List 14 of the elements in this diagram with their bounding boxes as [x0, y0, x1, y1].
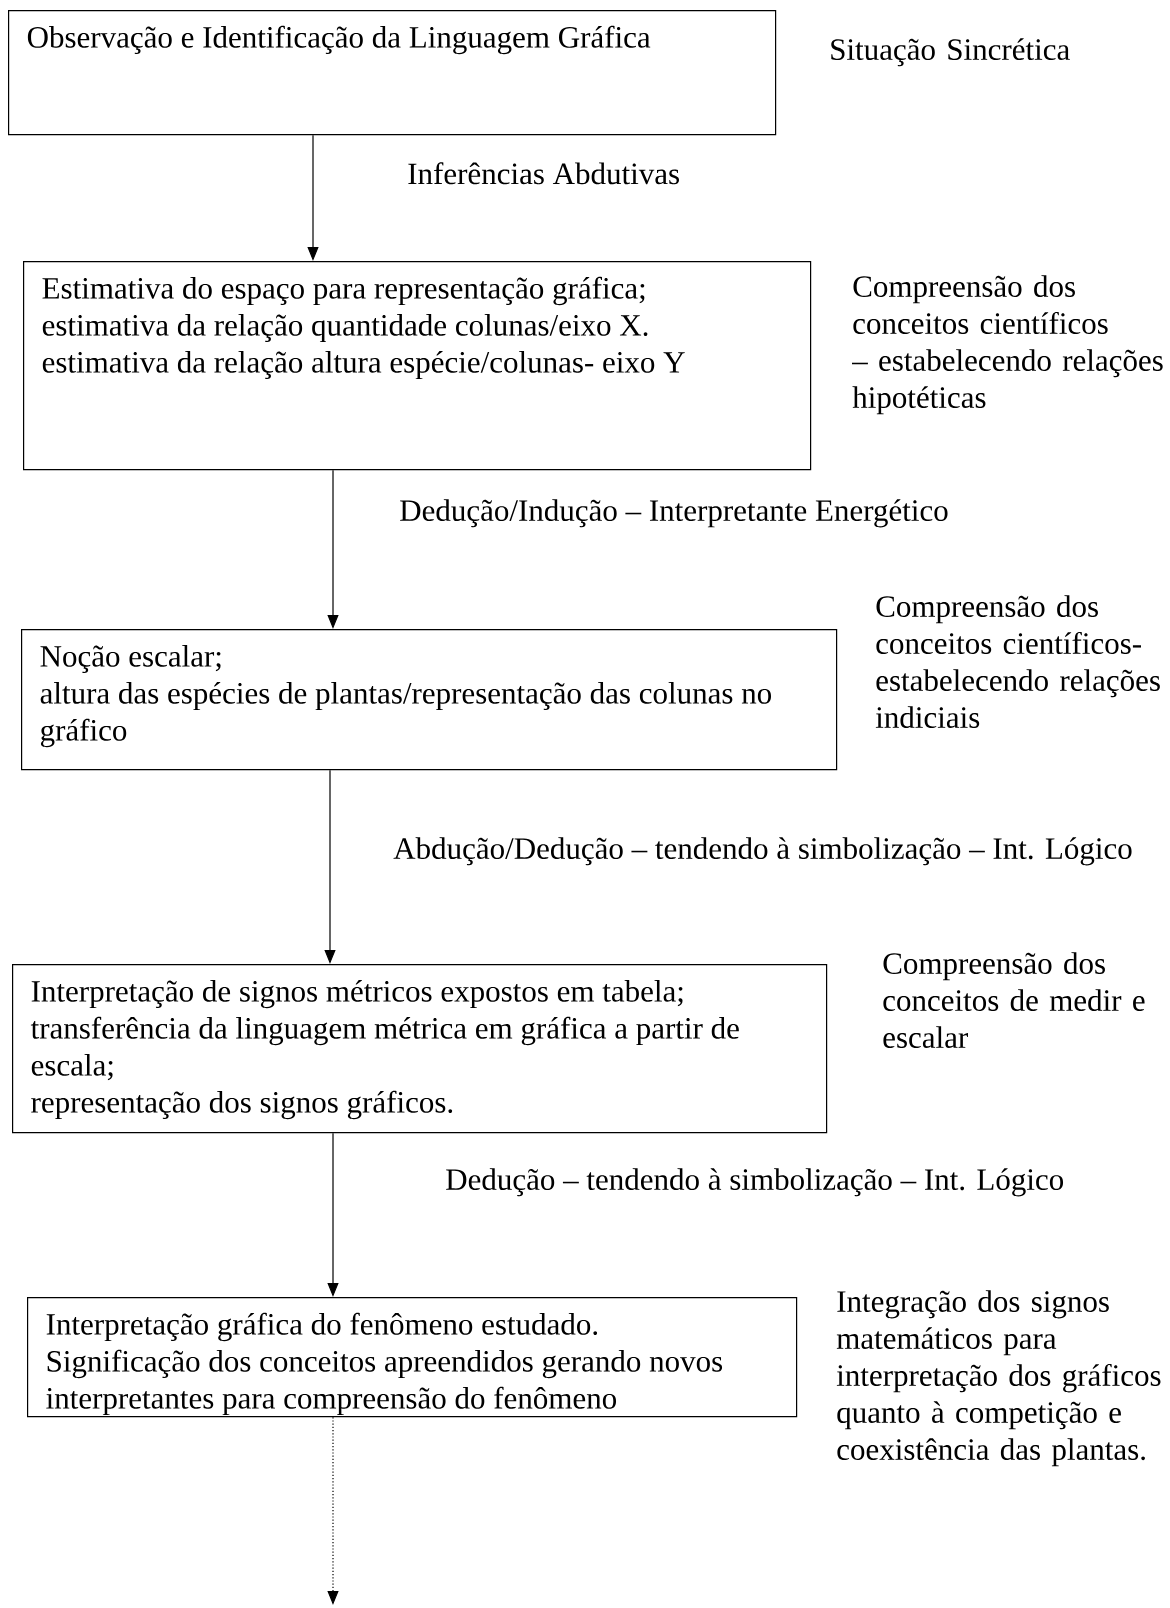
edge-label: Inferências Abdutivas: [408, 162, 679, 185]
edge-label: Abdução/Dedução – tendendo à simbolização – Int. Lógico: [393, 837, 1132, 866]
process-box: Interpretação gráfica do fenômeno estudado. Significação dos conceitos apreendidos gerando novos interpretantes para compreensão do fenômeno: [27, 1297, 798, 1418]
side-note: Compreensão dos conceitos de medir e escalar: [883, 952, 1145, 1048]
side-note: Compreensão dos conceitos científicos- estabelecendo relações indiciais: [875, 595, 1160, 728]
side-note: Compreensão dos conceitos científicos – estabelecendo relações hipotéticas: [852, 275, 1163, 415]
side-note: Situação Sincrética: [831, 38, 1070, 67]
process-box: Estimativa do espaço para representação gráfica; estimativa da relação quantidade colunas/eixo X. estimativa da relação altura espécie/colunas- eixo Y: [23, 261, 812, 471]
edge-label: Dedução/Indução – Interpretante Energético: [400, 499, 948, 528]
process-box: Noção escalar; altura das espécies de plantas/representação das colunas no gráfico: [21, 629, 838, 771]
process-box: Interpretação de signos métricos expostos em tabela; transferência da linguagem métrica em gráfica a partir de escala; representação dos signos gráficos.: [12, 964, 828, 1134]
edge-label: Dedução – tendendo à simbolização – Int. Lógico: [446, 1168, 1064, 1197]
side-note: Integração dos signos matemáticos para interpretação dos gráficos quanto à competição e coexistência das plantas.: [836, 1290, 1161, 1467]
process-box: Observação e Identificação da Linguagem Gráfica: [8, 10, 777, 136]
